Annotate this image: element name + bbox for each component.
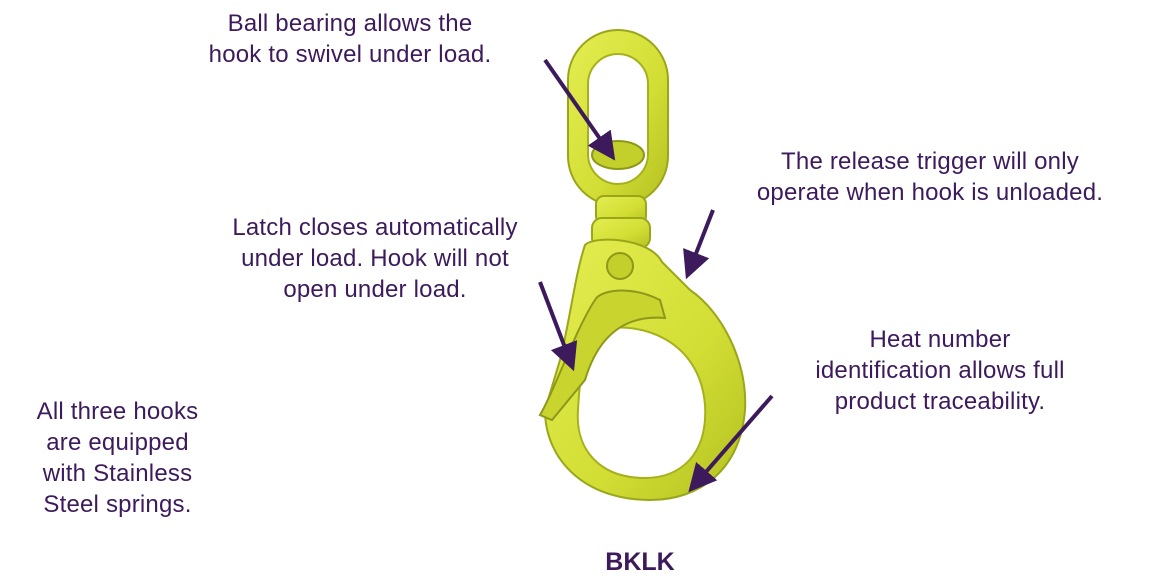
arrow-latch <box>538 281 578 372</box>
arrow-release-trigger <box>683 209 715 280</box>
latch-callout: Latch closes automatically under load. H… <box>232 214 518 303</box>
ball-bearing-callout: Ball bearing allows the hook to swivel u… <box>208 10 492 68</box>
arrow-heat-number <box>688 394 774 493</box>
stainless-springs-callout: All three hooks are equipped with Stainl… <box>36 398 199 518</box>
model-label: BKLK <box>605 548 675 576</box>
swivel-eye <box>567 29 669 207</box>
heat-number-callout: Heat number identification allows full p… <box>815 326 1065 415</box>
release-trigger-callout: The release trigger will only operate wh… <box>756 148 1104 206</box>
arrow-ball-bearing <box>543 58 616 161</box>
